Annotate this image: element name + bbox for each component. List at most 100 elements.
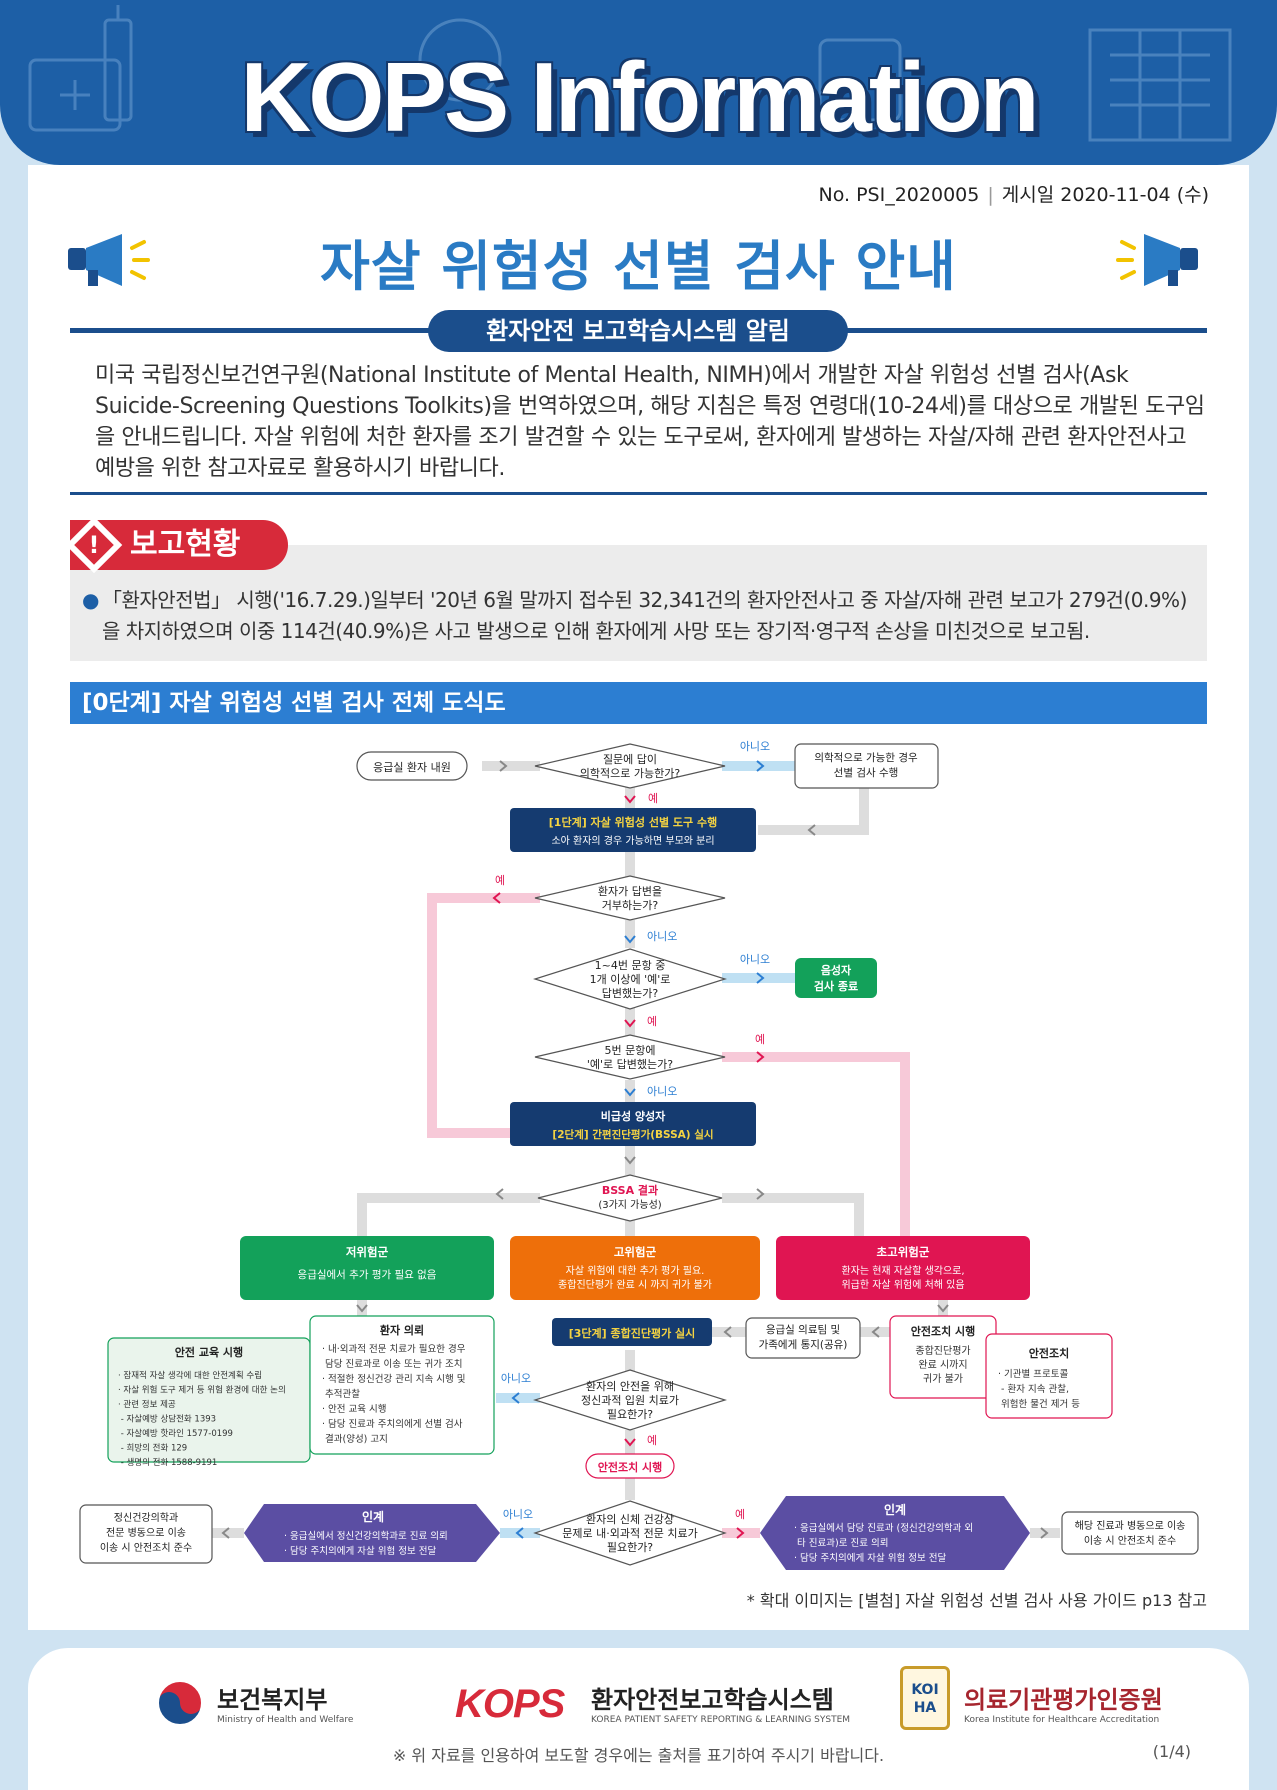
medical-pattern-icon <box>28 5 1232 142</box>
chevron-icon <box>756 1051 765 1063</box>
safety-measure-title: 안전조치 시행 <box>911 1324 976 1338</box>
footer <box>28 1648 1249 1790</box>
safety-do-box <box>585 1453 675 1479</box>
label-no: 아니오 <box>501 1372 531 1385</box>
taegeuk-icon <box>157 1680 203 1726</box>
chevron-icon <box>624 795 636 804</box>
step3-text: [3단계] 종합진단평가 실시 <box>569 1326 696 1340</box>
report-text: ● 「환자안전법」 시행('16.7.29.)일부터 '20년 6월 말까지 접… <box>82 585 1197 647</box>
connector-line <box>427 893 540 1138</box>
high-risk-title: 고위험군 <box>614 1245 657 1259</box>
step2-title: 비급성 양성자 <box>601 1109 666 1123</box>
high-risk-sub: 자살 위험에 대한 추가 평가 필요.종합진단평가 완료 시 까지 귀가 불가 <box>558 1264 712 1291</box>
safety-box <box>985 1333 1113 1419</box>
page-number: (1/4) <box>1152 1742 1191 1761</box>
er-visit-text: 응급실 환자 내원 <box>373 761 451 774</box>
chevron-icon <box>723 1326 732 1338</box>
chevron-icon <box>756 760 765 772</box>
issue-date: 게시일 2020-11-04 (수) <box>1001 184 1209 206</box>
step0-heading: [0단계] 자살 위험성 선별 검사 전체 도식도 <box>70 682 1207 724</box>
chevron-icon <box>807 824 816 836</box>
referral-items: · 내·외과적 전문 치료가 필요한 경우 담당 진료과로 이송 또는 귀가 조… <box>322 1343 466 1445</box>
report-label: 보고현황 <box>130 527 241 562</box>
q5-diamond <box>533 1369 727 1431</box>
right-end-box <box>1061 1511 1199 1555</box>
safety-items: · 기관별 프로토콜 - 환자 지속 관찰, 위험한 물건 제거 등 <box>998 1369 1080 1410</box>
chevron-icon <box>756 972 765 984</box>
label-no: 아니오 <box>503 1508 533 1521</box>
page-title: 자살 위험성 선별 검사 안내 <box>320 235 957 298</box>
label-no: 아니오 <box>647 930 677 943</box>
step1-box <box>510 808 756 852</box>
warning-icon: ! <box>88 531 100 559</box>
header-banner: KOPS Information <box>0 0 1277 165</box>
koiha-name: 의료기관평가인증원 <box>964 1686 1163 1714</box>
step2-sub: [2단계] 간편진단평가(BSSA) 실시 <box>552 1128 713 1141</box>
label-yes: 예 <box>648 792 658 805</box>
label-yes: 예 <box>755 1033 765 1046</box>
acute-risk-sub: 환자는 현재 자살할 생각으로,위급한 자살 위험에 처해 있음 <box>841 1265 964 1291</box>
transfer-left-box <box>244 1504 500 1562</box>
safety-edu-title: 안전 교육 시행 <box>175 1345 243 1359</box>
label-yes: 예 <box>495 874 505 887</box>
divider <box>70 492 1207 495</box>
mohw-name: 보건복지부 <box>217 1686 328 1714</box>
chevron-icon <box>624 935 636 944</box>
chevron-icon <box>1040 1527 1049 1539</box>
transfer-right-title: 인계 <box>884 1502 906 1517</box>
safety-title: 안전조치 <box>1029 1346 1069 1360</box>
q4-diamond-text: 5번 문항에'예'로 답변했는가? <box>587 1044 673 1071</box>
chevron-icon <box>871 1326 880 1338</box>
chevron-icon <box>624 1156 636 1165</box>
chevron-icon <box>756 1188 765 1200</box>
megaphone-icon <box>68 234 150 286</box>
chevron-icon <box>499 760 508 772</box>
label-no: 아니오 <box>647 1085 677 1098</box>
low-risk-box <box>240 1236 494 1300</box>
step3-box <box>552 1318 712 1346</box>
connector-line <box>758 786 869 835</box>
q3-diamond <box>533 948 727 1010</box>
high-risk-box <box>510 1236 760 1300</box>
q6-diamond <box>533 1500 727 1566</box>
mohw-english: Ministry of Health and Welfare <box>217 1715 354 1725</box>
label-yes: 예 <box>647 1015 657 1028</box>
low-risk-title: 저위험군 <box>346 1245 389 1259</box>
issue-number: No. PSI_2020005 <box>818 184 980 206</box>
connector-line <box>722 1052 910 1236</box>
intro-text: 미국 국립정신보건연구원(National Institute of Menta… <box>95 363 1205 481</box>
q2-diamond <box>534 875 726 921</box>
koiha-english: Korea Institute for Healthcare Accredita… <box>964 1715 1160 1725</box>
chevron-icon <box>495 1188 504 1200</box>
acute-risk-box <box>776 1236 1030 1300</box>
chevron-icon <box>221 1527 230 1539</box>
chevron-icon <box>624 1088 636 1097</box>
label-yes: 예 <box>647 1434 657 1447</box>
koiha-mark: KOI HA <box>900 1666 950 1730</box>
medical-possible-box <box>794 743 939 789</box>
label-no: 아니오 <box>740 953 770 966</box>
step2-box <box>510 1102 756 1146</box>
header-title: KOPS Information <box>240 42 1040 152</box>
notice-label: 환자안전 보고학습시스템 알림 <box>428 310 848 352</box>
bssa-sub: (3가지 가능성) <box>598 1199 661 1211</box>
megaphone-icon <box>1116 234 1198 286</box>
referral-box <box>309 1315 495 1455</box>
chevron-icon <box>937 1304 949 1313</box>
chevron-icon <box>356 1304 368 1313</box>
footnote: * 확대 이미지는 [별첨] 자살 위험성 선별 검사 사용 가이드 p13 참… <box>746 1591 1207 1610</box>
q4-diamond <box>534 1034 726 1080</box>
transfer-left-items: · 응급실에서 정신건강의학과로 진료 의뢰· 담당 주치의에게 자살 위험 정… <box>284 1531 448 1557</box>
bssa-diamond <box>537 1174 723 1222</box>
transfer-left-title: 인계 <box>362 1509 384 1524</box>
safety-edu-items: · 잠재적 자살 생각에 대한 안전계획 수립· 자살 위험 도구 제거 등 위… <box>118 1370 286 1468</box>
connector-line <box>357 1193 540 1236</box>
